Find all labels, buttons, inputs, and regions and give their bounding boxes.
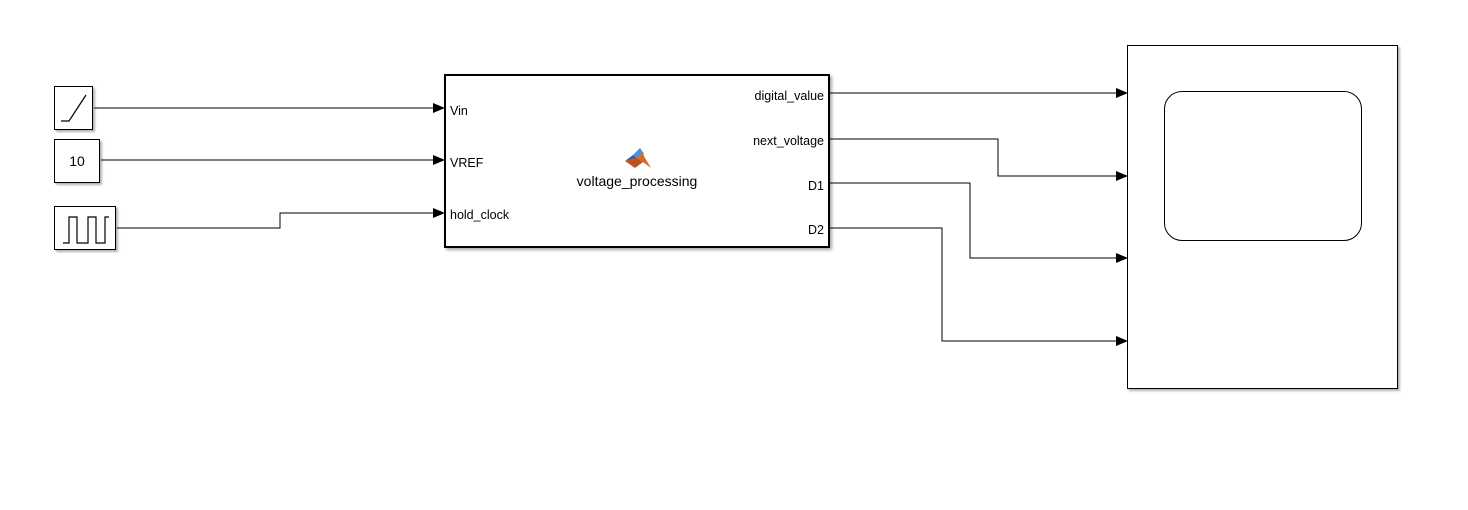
line-next-voltage-to-scope[interactable] [830,138,1128,181]
block-title: voltage_processing [576,173,698,189]
matlab-function-block[interactable]: Vin VREF hold_clock digital_value next_v… [444,74,830,248]
scope-block[interactable] [1127,45,1398,389]
ramp-block[interactable] [54,86,93,130]
constant-value: 10 [69,153,85,169]
ramp-icon [61,94,87,122]
input-port-vin[interactable]: Vin [450,104,468,118]
line-d1-to-scope[interactable] [830,182,1128,263]
pulse-generator-icon [63,216,109,244]
pulse-generator-block[interactable] [54,206,116,250]
line-d2-to-scope[interactable] [830,227,1128,346]
matlab-function-icon [625,148,651,168]
output-port-d1[interactable]: D1 [808,179,824,193]
line-pulse-to-hold-clock[interactable] [117,208,445,229]
output-port-digital-value[interactable]: digital_value [754,89,825,103]
input-port-hold-clock[interactable]: hold_clock [450,208,510,222]
input-port-vref[interactable]: VREF [450,156,484,170]
scope-icon [1164,91,1362,241]
output-port-next-voltage[interactable]: next_voltage [753,134,824,148]
constant-block[interactable]: 10 [54,139,100,183]
output-port-d2[interactable]: D2 [808,223,824,237]
